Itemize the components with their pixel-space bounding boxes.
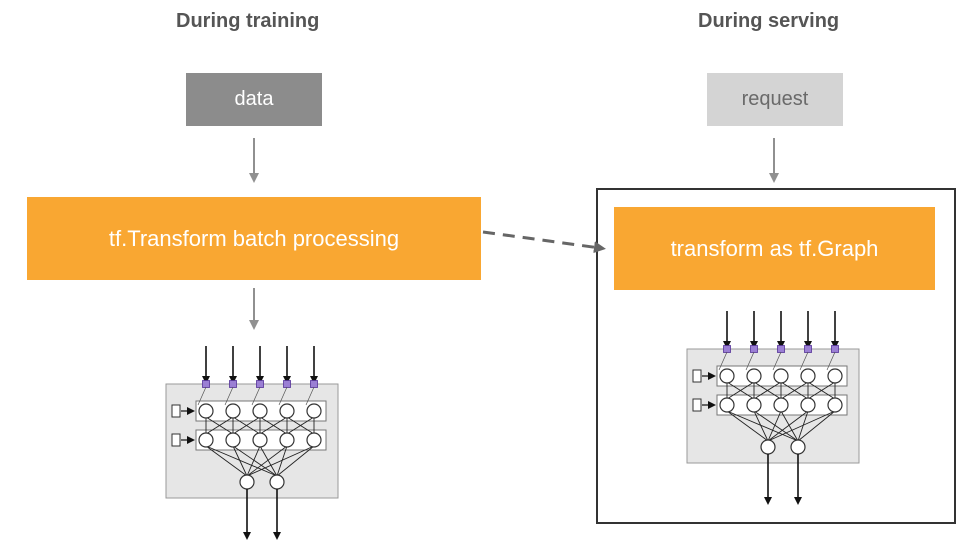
bias-icon [692,398,702,412]
neuron [800,397,816,413]
tf-graph-box: transform as tf.Graph [614,207,935,290]
connection [197,386,207,406]
neuron [306,432,322,448]
data-label: data [234,88,274,110]
bias-icon [692,369,702,383]
connection [232,416,261,435]
neuron [719,397,735,413]
neuron [827,368,843,384]
request-label: request [741,88,809,110]
neuron [746,397,762,413]
batch-processing-label: tf.Transform batch processing [108,225,400,251]
connection [251,386,261,406]
connection [780,381,809,400]
neuron [225,432,241,448]
connection [753,381,782,400]
connection [224,386,234,406]
connection [767,410,836,442]
connection [797,410,836,442]
connection [286,416,315,435]
connection [772,351,782,371]
input-node [202,380,210,388]
neuron [746,368,762,384]
connection [767,410,809,442]
connection [232,445,248,477]
output-neuron [269,474,285,490]
connection [718,351,728,371]
input-node [256,380,264,388]
output-neuron [239,474,255,490]
input-node [777,345,785,353]
connection [259,416,288,435]
connection [726,410,769,442]
connection [232,445,278,477]
connection [807,381,836,400]
serving-network-icon [686,311,860,505]
connection [767,410,782,442]
input-node [804,345,812,353]
connection [259,445,278,477]
connection [276,445,315,477]
connection [726,381,755,400]
request-box: request [707,73,843,126]
serving-heading: During serving [698,10,840,32]
connection [246,445,261,477]
connection [278,386,288,406]
connection [726,410,799,442]
training-to-serving-dashed-arrow [482,230,606,254]
serving-container [596,188,956,524]
output-neuron [760,439,776,455]
connection [246,445,315,477]
neuron [279,432,295,448]
bias-icon [171,433,181,447]
input-node [723,345,731,353]
connection [246,445,288,477]
output-neuron [790,439,806,455]
connection [797,410,809,442]
neuron [773,368,789,384]
connection [753,410,769,442]
neuron [827,397,843,413]
neuron [198,432,214,448]
tf-graph-label: transform as tf.Graph [670,235,879,261]
neuron [252,432,268,448]
input-node [229,380,237,388]
connection [745,351,755,371]
input-node [750,345,758,353]
connection [826,351,836,371]
input-node [283,380,291,388]
neuron [773,397,789,413]
neuron [306,403,322,419]
connection [205,445,278,477]
training-heading: During training [176,10,320,32]
neuron [252,403,268,419]
data-box: data [186,73,322,126]
neuron [800,368,816,384]
connection [753,410,799,442]
connection [799,351,809,371]
neuron [719,368,735,384]
input-node [310,380,318,388]
connection [205,445,248,477]
neuron [225,403,241,419]
neuron [279,403,295,419]
training-network-icon [165,346,339,540]
connection [305,386,315,406]
connection [780,410,799,442]
bias-icon [171,404,181,418]
connection [276,445,288,477]
neuron [198,403,214,419]
connection [205,416,234,435]
batch-processing-box: tf.Transform batch processing [27,197,481,280]
input-node [831,345,839,353]
